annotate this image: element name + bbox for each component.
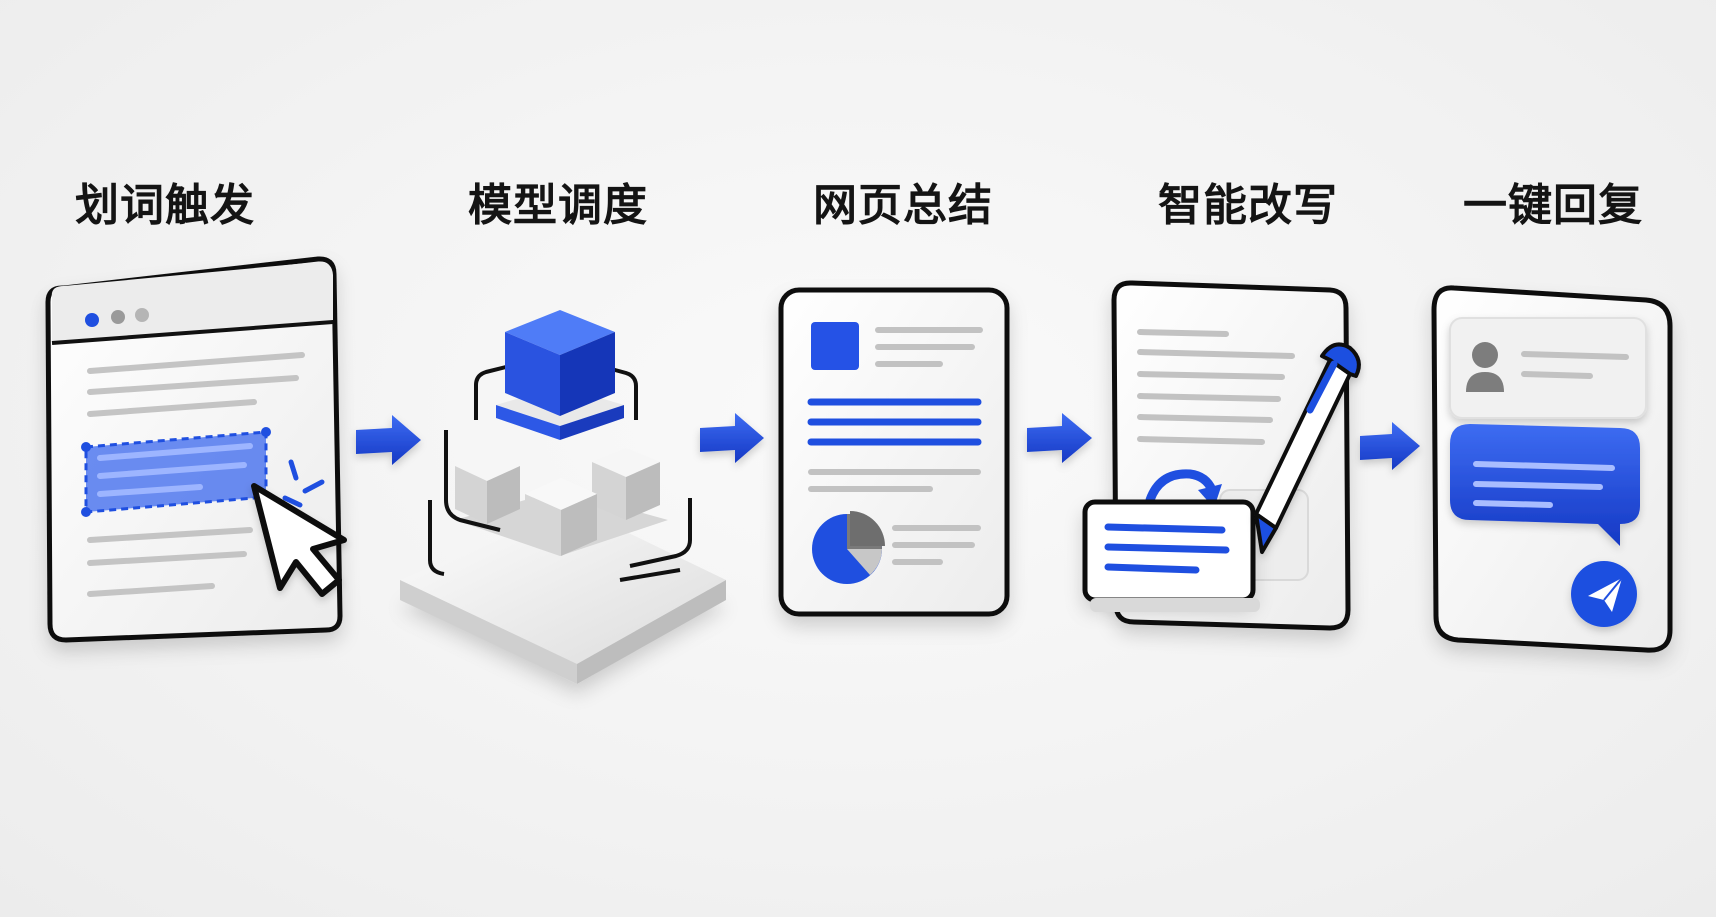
window-dot-gray (111, 310, 125, 324)
flow-arrow-4 (1360, 422, 1420, 470)
window-dot-blue (85, 313, 99, 327)
paper-plane-icon (1588, 578, 1622, 612)
step-title-1: 划词触发 (75, 180, 255, 231)
gray-cube-left (455, 452, 520, 524)
step-title-5: 一键回复 (1463, 180, 1643, 231)
user-avatar-icon (1466, 342, 1504, 392)
document-summary-icon (778, 287, 1010, 617)
document-rewrite-pen-icon (1082, 280, 1361, 631)
step-title-4: 智能改写 (1158, 180, 1338, 231)
step-title-2: 模型调度 (468, 180, 648, 231)
chat-reply-send-icon (1431, 285, 1673, 653)
gray-cube-middle (525, 478, 597, 556)
pie-chart-icon (812, 511, 885, 584)
contact-card (1449, 317, 1647, 419)
refresh-arrow-icon (1145, 469, 1217, 505)
text-selection-cursor-icon (45, 256, 347, 643)
blue-cube (505, 310, 615, 416)
window-dot-light (135, 308, 149, 322)
mouse-cursor-icon (251, 483, 347, 597)
model-cube-stack-icon (400, 310, 726, 684)
flow-arrow-2 (700, 413, 764, 463)
flow-arrow-1 (356, 415, 421, 465)
pen-icon (1254, 342, 1361, 554)
flow-arrow-3 (1027, 413, 1092, 463)
thumbnail-square (811, 322, 859, 370)
gray-cube-right (592, 448, 660, 520)
send-button[interactable] (1571, 561, 1637, 627)
step-title-3: 网页总结 (813, 180, 993, 231)
